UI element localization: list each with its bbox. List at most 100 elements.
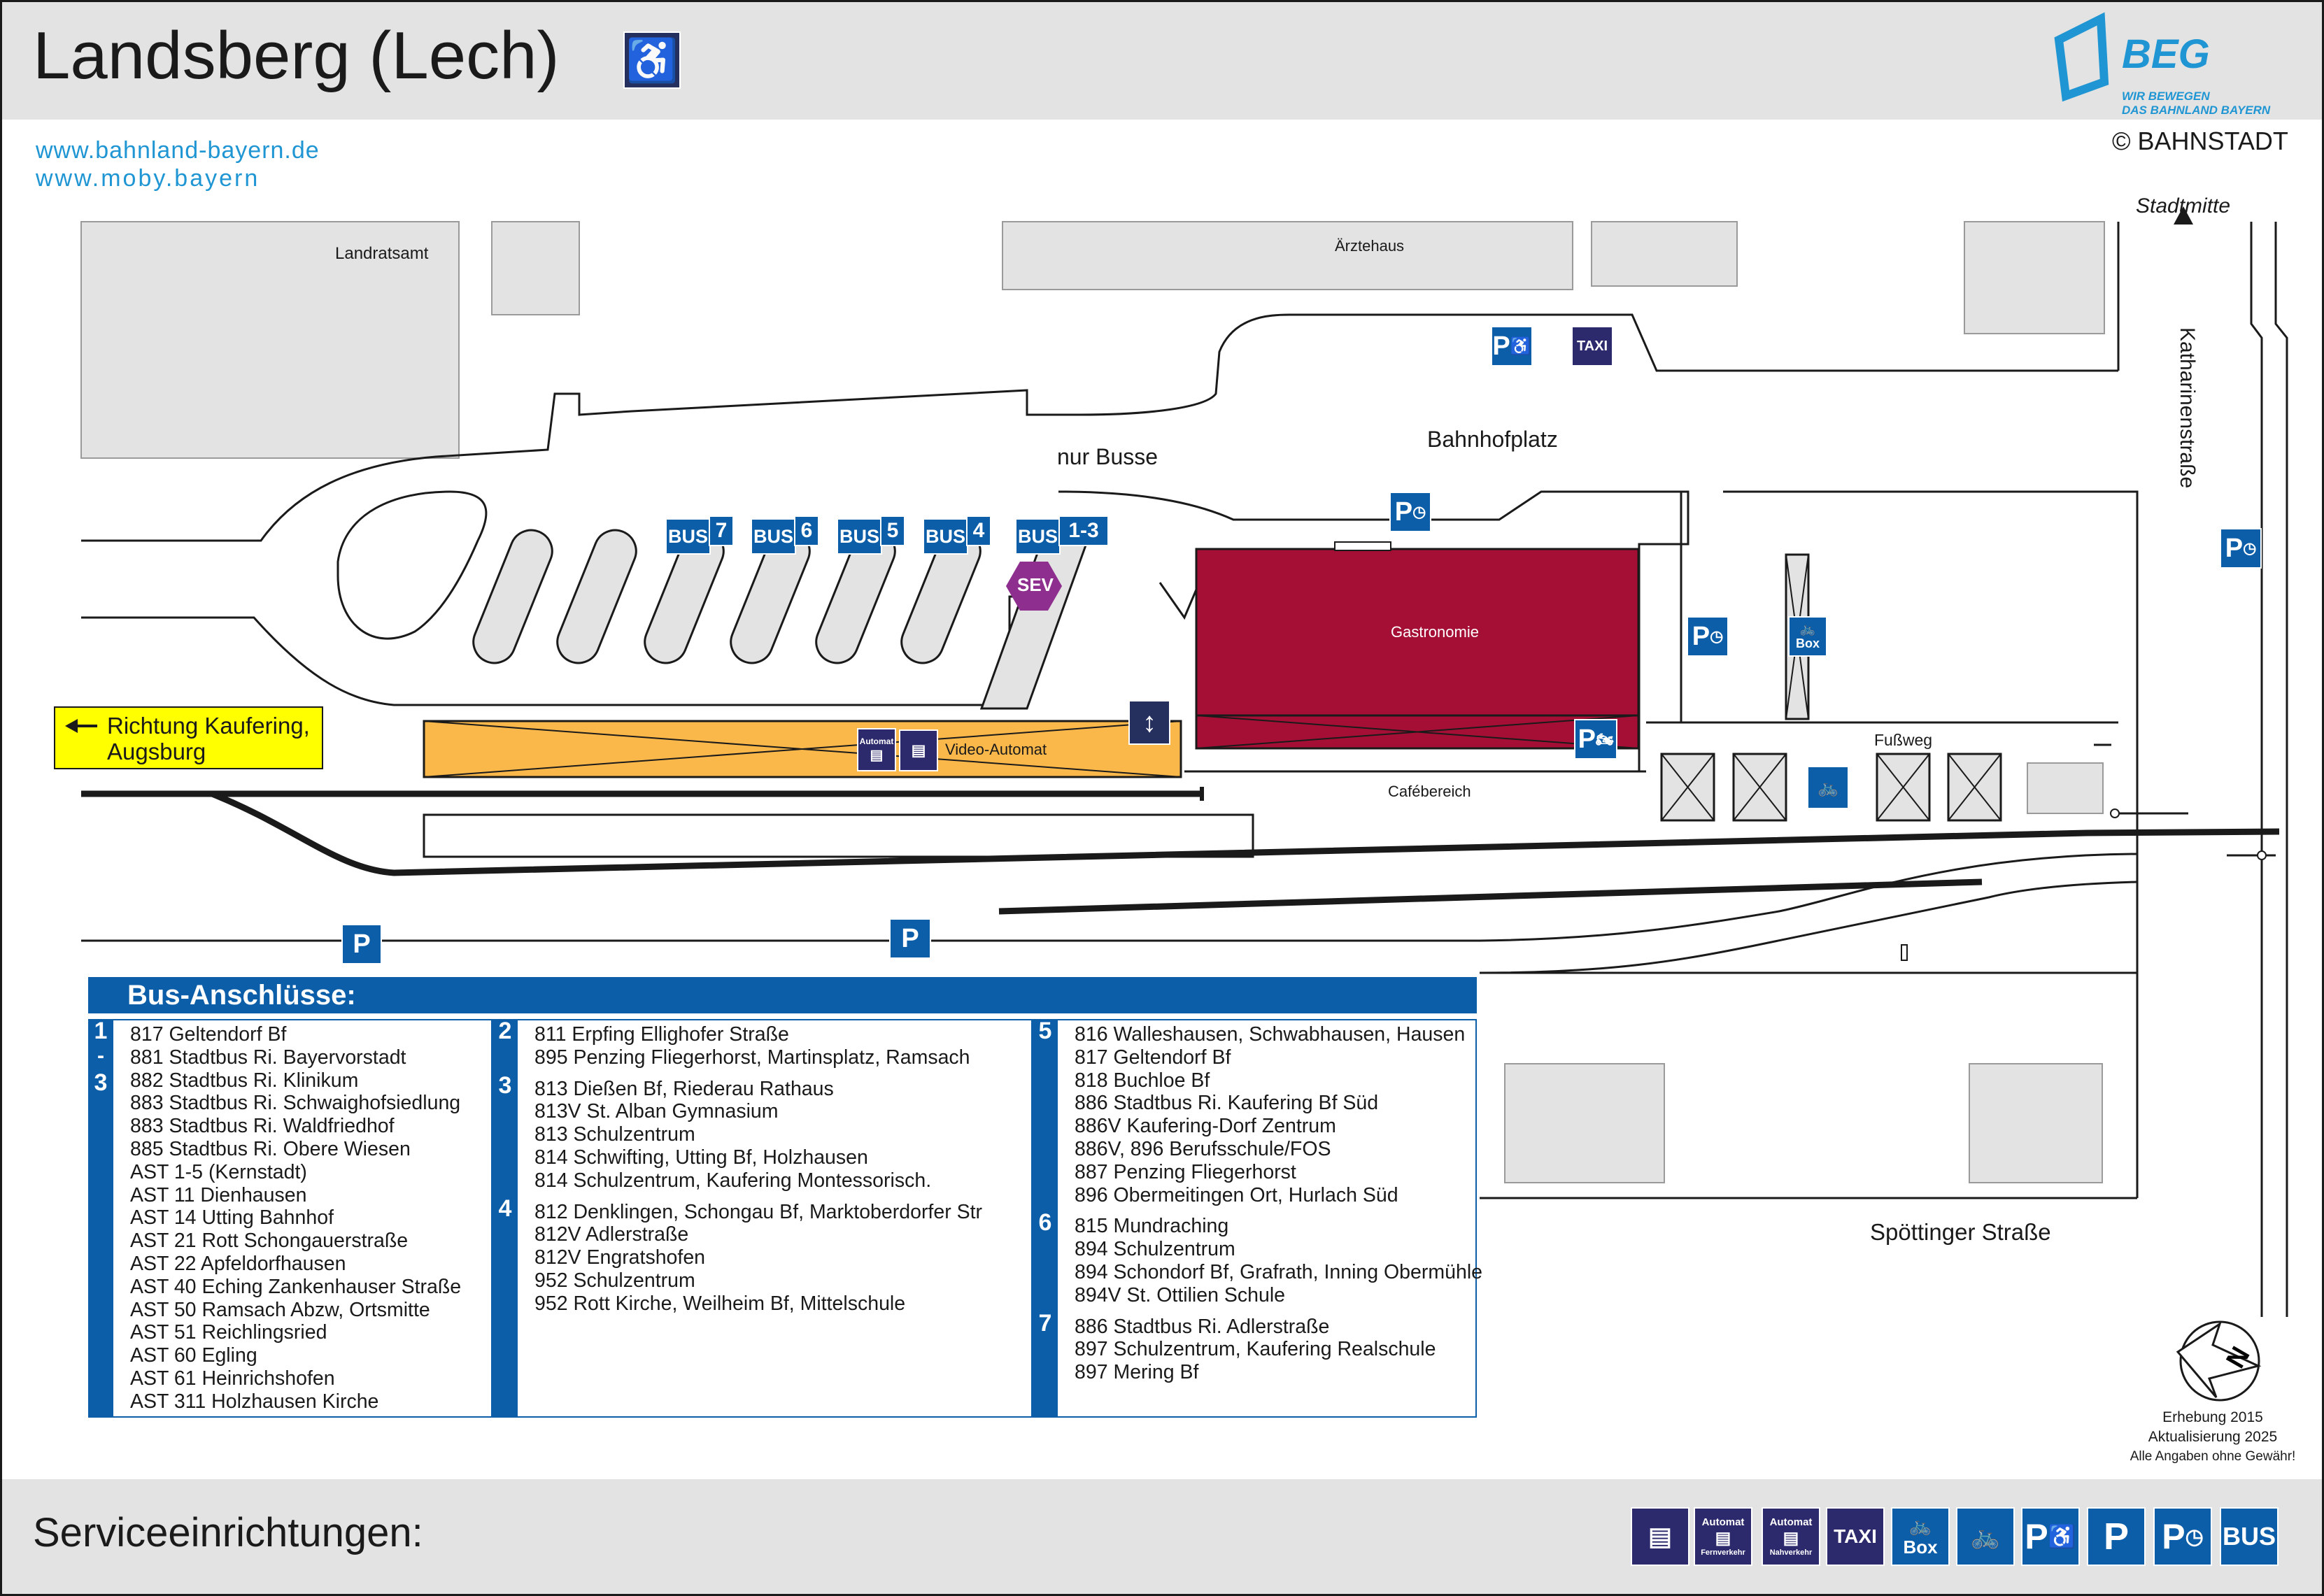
tracks bbox=[81, 790, 2280, 915]
col1-box bbox=[113, 1019, 493, 1418]
bus-stop-1-3-icon: BUS bbox=[1015, 518, 1061, 555]
label-aerztehaus: Ärztehaus bbox=[1335, 237, 1405, 255]
beg-slogan-1: WIR BEWEGEN bbox=[2122, 90, 2210, 103]
bus-line-item: 812V Adlerstraße bbox=[534, 1223, 689, 1246]
building-lower-right bbox=[1969, 1063, 2103, 1183]
bus-line-item: 817 Geltendorf Bf bbox=[130, 1023, 287, 1046]
building-lower-left bbox=[1504, 1063, 1665, 1183]
bus-line-item: 814 Schwifting, Utting Bf, Holzhausen bbox=[534, 1146, 868, 1169]
header-band bbox=[2, 2, 2322, 120]
col1-num-2: - bbox=[97, 1044, 104, 1067]
bus-line-item: 897 Schulzentrum, Kaufering Realschule bbox=[1075, 1338, 1436, 1361]
bus-line-item: 886V, 896 Berufsschule/FOS bbox=[1075, 1137, 1331, 1160]
bus-line-item: 813 Schulzentrum bbox=[534, 1123, 695, 1146]
bus-line-item: 886V Kaufering-Dorf Zentrum bbox=[1075, 1115, 1336, 1138]
bus-stop-number: 4 bbox=[498, 1195, 512, 1222]
park-ride-icon-3: P◷ bbox=[1687, 616, 1729, 657]
park-ride-icon: P◷ bbox=[1389, 492, 1431, 532]
page-title: Landsberg (Lech) bbox=[33, 18, 560, 93]
col1-num-3: 3 bbox=[94, 1069, 108, 1096]
park-ride-icon-2: P◷ bbox=[2220, 528, 2262, 569]
bus-line-item: 886 Stadtbus Ri. Adlerstraße bbox=[1075, 1315, 1330, 1338]
bus-stop-4-number: 4 bbox=[966, 515, 991, 546]
bus-stop-number: 6 bbox=[1038, 1209, 1052, 1237]
svc-park-ride-icon: P◷ bbox=[2153, 1507, 2212, 1566]
bus-line-item: AST 61 Heinrichshofen bbox=[130, 1367, 335, 1390]
bus-line-item: 952 Rott Kirche, Weilheim Bf, Mittelschu… bbox=[534, 1292, 906, 1315]
north-arrow: N bbox=[2176, 1320, 2262, 1402]
bus-line-item: 886 Stadtbus Ri. Kaufering Bf Süd bbox=[1075, 1092, 1379, 1115]
link-bahnland[interactable]: www.bahnland-bayern.de bbox=[36, 137, 320, 164]
label-richtung-1: Richtung Kaufering, bbox=[107, 713, 310, 739]
bus-line-item: 895 Penzing Fliegerhorst, Martinsplatz, … bbox=[534, 1046, 970, 1069]
bus-stop-6-number: 6 bbox=[794, 515, 819, 546]
bus-line-item: AST 40 Eching Zankenhauser Straße bbox=[130, 1275, 462, 1298]
bus-stop-4-icon: BUS bbox=[923, 518, 968, 555]
beg-logo: BEG WIR BEWEGEN DAS BAHNLAND BAYERN bbox=[2052, 12, 2304, 120]
bus-line-item: 883 Stadtbus Ri. Waldfriedhof bbox=[130, 1115, 395, 1138]
lift-icon: ↕ bbox=[1128, 700, 1170, 745]
survey-note: Erhebung 2015 Aktualisierung 2025 Alle A… bbox=[2130, 1409, 2296, 1464]
beg-slogan-2: DAS BAHNLAND BAYERN bbox=[2122, 104, 2271, 117]
col3-box bbox=[1058, 1019, 1477, 1418]
bus-stop-number: 5 bbox=[1038, 1018, 1052, 1044]
bus-line-item: 815 Mundraching bbox=[1075, 1215, 1229, 1238]
small-shed bbox=[2027, 762, 2104, 814]
motorbike-parking-icon: P🏍 bbox=[1574, 719, 1617, 760]
building-aerztehaus bbox=[1002, 221, 1573, 290]
parking-icon-2: P bbox=[889, 918, 931, 959]
ticket-machine-long-distance-icon: Automat▤ bbox=[857, 728, 896, 771]
building-landratsamt bbox=[80, 221, 460, 459]
bus-line-item: AST 14 Utting Bahnhof bbox=[130, 1206, 334, 1230]
services-label: Serviceeinrichtungen: bbox=[33, 1510, 423, 1555]
bus-line-group: 812 Denklingen, Schongau Bf, Marktoberdo… bbox=[534, 1201, 982, 1316]
svc-ticket-fern-icon: Automat▤Fernverkehr bbox=[1694, 1507, 1752, 1566]
bus-line-item: 894 Schulzentrum bbox=[1075, 1238, 1235, 1261]
direction-sign bbox=[54, 706, 323, 769]
svc-parking-icon: P bbox=[2087, 1507, 2146, 1566]
label-cafebereich: Cafébereich bbox=[1388, 783, 1471, 800]
bus-line-item: 814 Schulzentrum, Kaufering Montessorisc… bbox=[534, 1169, 932, 1192]
bus-stop-number: 3 bbox=[498, 1071, 512, 1099]
bus-line-item: 812 Denklingen, Schongau Bf, Marktoberdo… bbox=[534, 1200, 983, 1223]
col1-num-1: 1 bbox=[94, 1018, 108, 1044]
link-moby[interactable]: www.moby.bayern bbox=[36, 165, 260, 192]
svc-taxi-icon: TAXI bbox=[1826, 1507, 1885, 1566]
bus-line-item: 885 Stadtbus Ri. Obere Wiesen bbox=[130, 1137, 411, 1160]
svc-ticket-nah-icon: Automat▤Nahverkehr bbox=[1762, 1507, 1820, 1566]
bus-line-item: AST 60 Egling bbox=[130, 1344, 257, 1367]
disabled-parking-icon: P♿ bbox=[1491, 326, 1533, 366]
building-far-right bbox=[1964, 221, 2105, 334]
bus-line-item: 811 Erpfing Ellighofer Straße bbox=[534, 1023, 789, 1046]
label-spoettinger-strasse: Spöttinger Straße bbox=[1870, 1219, 2051, 1245]
label-video-automat: Video-Automat bbox=[945, 741, 1047, 758]
label-gastronomie: Gastronomie bbox=[1391, 623, 1479, 641]
bus-line-item: AST 51 Reichlingsried bbox=[130, 1321, 327, 1344]
bus-stop-6-icon: BUS bbox=[751, 518, 796, 555]
bike-parking-icon: 🚲 bbox=[1807, 766, 1849, 809]
svc-bus-icon: BUS bbox=[2220, 1507, 2279, 1566]
building-small bbox=[491, 221, 580, 315]
label-katharinenstrasse: Katharinenstraße bbox=[2176, 327, 2199, 489]
bus-panel-title: Bus-Anschlüsse: bbox=[88, 977, 1477, 1013]
label-bahnhofplatz: Bahnhofplatz bbox=[1427, 427, 1558, 452]
sev-badge bbox=[1006, 562, 1062, 611]
bus-stop-5-icon: BUS bbox=[837, 518, 882, 555]
building-right bbox=[1591, 221, 1738, 287]
bus-line-item: 894V St. Ottilien Schule bbox=[1075, 1283, 1286, 1306]
bus-line-item: 894 Schondorf Bf, Grafrath, Inning Oberm… bbox=[1075, 1260, 1482, 1283]
bike-box-icon: 🚲Box bbox=[1788, 616, 1827, 657]
bus-line-item: AST 11 Dienhausen bbox=[130, 1183, 307, 1206]
bus-stop-7-icon: BUS bbox=[665, 518, 711, 555]
bus-line-item: 813 Dießen Bf, Riederau Rathaus bbox=[534, 1077, 834, 1100]
links: www.bahnland-bayern.de www.moby.bayern bbox=[36, 136, 320, 192]
bus-line-item: AST 21 Rott Schongauerstraße bbox=[130, 1230, 409, 1253]
bus-line-item: 817 Geltendorf Bf bbox=[1075, 1046, 1231, 1069]
